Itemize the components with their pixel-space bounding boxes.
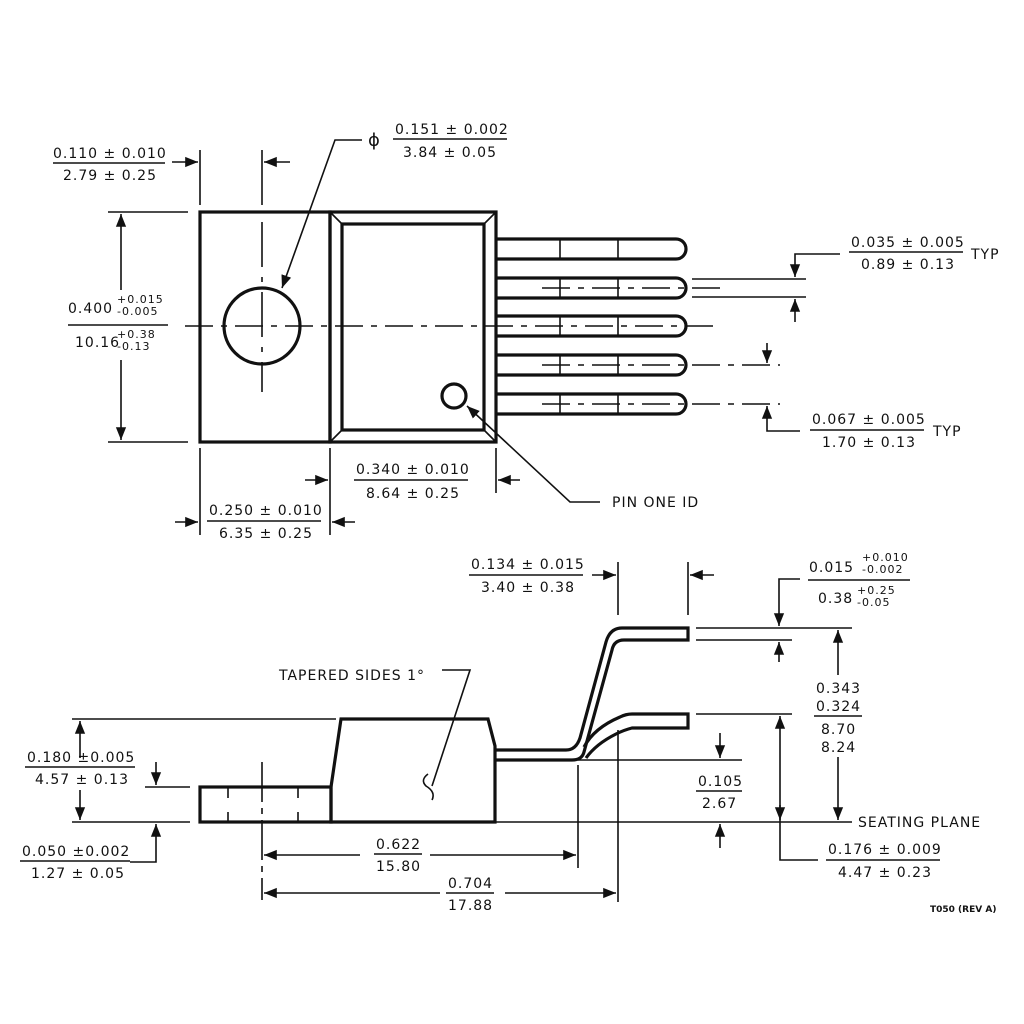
tab-thickness-label: 0.050 ±0.002 1.27 ± 0.05 <box>20 844 130 882</box>
body-length-label: 0.340 ± 0.010 8.64 ± 0.25 <box>354 462 470 502</box>
tol-plus: +0.015 <box>117 293 164 306</box>
tol-plus: +0.38 <box>117 328 156 341</box>
tol-minus: -0.13 <box>117 340 150 353</box>
top-view <box>108 139 840 535</box>
dim-inch: 0.340 ± 0.010 <box>356 462 470 478</box>
lead-width-label: 0.035 ± 0.005 0.89 ± 0.13 TYP <box>849 235 1000 273</box>
pin-one-marker <box>440 382 468 410</box>
dim-mm: 0.38 <box>818 591 853 607</box>
lead-span-label: 0.343 0.324 8.70 8.24 <box>814 681 862 756</box>
dim-mm: 4.47 ± 0.23 <box>838 865 932 881</box>
dim-mm: 4.57 ± 0.13 <box>35 772 129 788</box>
lead-5 <box>497 392 688 416</box>
revision-label: T050 (REV A) <box>930 905 996 915</box>
dim-inch: 0.151 ± 0.002 <box>395 122 509 138</box>
dim-inch: 0.105 <box>698 774 743 790</box>
dim-inch: 0.622 <box>376 837 421 853</box>
typ-label: TYP <box>932 424 962 440</box>
dim-inch-max: 0.343 <box>816 681 861 697</box>
dim-mm: 6.35 ± 0.25 <box>219 526 313 542</box>
tol-minus: -0.002 <box>862 563 903 576</box>
mounting-tab <box>198 210 332 444</box>
dim-inch: 0.704 <box>448 876 493 892</box>
dim-inch: 0.050 ±0.002 <box>22 844 130 860</box>
dim-mm-max: 8.70 <box>821 722 856 738</box>
dim-mm: 1.70 ± 0.13 <box>822 435 916 451</box>
tol-plus: +0.010 <box>862 551 909 564</box>
dim-inch: 0.110 ± 0.010 <box>53 146 167 162</box>
side-body <box>329 717 497 824</box>
dim-mm: 3.84 ± 0.05 <box>403 145 497 161</box>
lead-thickness-label: 0.015 +0.010 -0.002 0.38 +0.25 -0.05 <box>808 551 910 609</box>
dim-mm: 17.88 <box>448 898 493 914</box>
seating-plane-label: SEATING PLANE <box>858 815 981 831</box>
side-view <box>72 562 852 902</box>
diameter-symbol: ϕ <box>368 130 381 151</box>
body-bevel <box>340 222 486 432</box>
body-height-label: 0.180 ±0.005 4.57 ± 0.13 <box>25 750 135 788</box>
dim-inch: 0.134 ± 0.015 <box>471 557 585 573</box>
hole-offset-label: 0.110 ± 0.010 2.79 ± 0.25 <box>53 146 167 184</box>
overall-length-label: 0.704 17.88 <box>446 876 494 914</box>
pin-one-id-label: PIN ONE ID <box>612 495 699 511</box>
side-lead-lower <box>582 712 690 759</box>
lead-rise-label: 0.105 2.67 <box>696 774 743 812</box>
tab-length-label: 0.250 ± 0.010 6.35 ± 0.25 <box>207 503 323 542</box>
dim-mm: 2.79 ± 0.25 <box>63 168 157 184</box>
side-tab <box>198 785 333 824</box>
tol-minus: -0.005 <box>117 305 158 318</box>
dim-mm: 0.89 ± 0.13 <box>861 257 955 273</box>
package-body <box>328 210 498 444</box>
side-lead-upper <box>496 626 690 752</box>
dim-inch: 0.015 <box>809 560 854 576</box>
dim-mm: 3.40 ± 0.38 <box>481 580 575 596</box>
lead-offset-label: 0.134 ± 0.015 3.40 ± 0.38 <box>469 557 585 596</box>
dim-mm: 2.67 <box>702 796 737 812</box>
lead-1 <box>497 237 688 261</box>
body-width-label: 0.400 +0.015 -0.005 10.16 +0.38 -0.13 <box>68 293 168 353</box>
dim-mm: 10.16 <box>75 335 120 351</box>
dim-inch: 0.035 ± 0.005 <box>851 235 965 251</box>
dim-inch: 0.180 ±0.005 <box>27 750 135 766</box>
standoff-label: 0.176 ± 0.009 4.47 ± 0.23 <box>826 842 942 881</box>
dim-mm: 8.64 ± 0.25 <box>366 486 460 502</box>
tol-minus: -0.05 <box>857 596 890 609</box>
dim-inch: 0.250 ± 0.010 <box>209 503 323 519</box>
dim-inch: 0.067 ± 0.005 <box>812 412 926 428</box>
dim-inch-min: 0.324 <box>816 699 861 715</box>
dim-inch: 0.400 <box>68 301 113 317</box>
typ-label: TYP <box>970 247 1000 263</box>
hole-diameter-label: ϕ 0.151 ± 0.002 3.84 ± 0.05 <box>368 122 509 161</box>
dim-mm: 15.80 <box>376 859 421 875</box>
lead-4 <box>497 353 688 377</box>
tapered-sides-label: TAPERED SIDES 1° <box>278 668 425 684</box>
leads <box>497 237 780 416</box>
bend-distance-label: 0.622 15.80 <box>374 837 422 875</box>
tol-plus: +0.25 <box>857 584 896 597</box>
lead-pitch-label: 0.067 ± 0.005 1.70 ± 0.13 TYP <box>810 412 962 451</box>
dim-mm: 1.27 ± 0.05 <box>31 866 125 882</box>
lead-2 <box>497 276 688 300</box>
dim-inch: 0.176 ± 0.009 <box>828 842 942 858</box>
dim-mm-min: 8.24 <box>821 740 856 756</box>
lead-3 <box>497 314 688 338</box>
